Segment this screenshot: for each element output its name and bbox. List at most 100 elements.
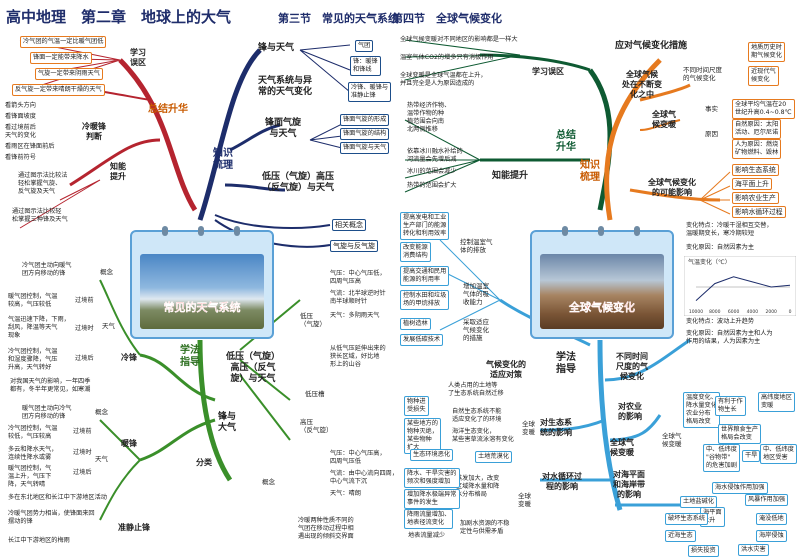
cold-front: 冷锋 <box>121 353 137 362</box>
sea-impact: 对海平面 和海岸带 的影响 <box>613 470 645 499</box>
agri-item-6: 干旱 <box>742 450 761 462</box>
eco-item-2: 物种进 受损失 <box>404 396 429 416</box>
improve-item-4: 热带的范围会扩大 <box>407 182 457 189</box>
cyclone-item-2: 锋面气旋的结构 <box>340 128 390 140</box>
sea-item-4: 淹没低地 <box>756 513 787 525</box>
cyclone-anticyclone: 气旋与反气旋 <box>330 240 378 252</box>
improve-item-3: 冰川的范围会减少 <box>407 168 457 175</box>
judge-item-1: 看箭头方向 <box>5 102 36 109</box>
mis-item-2: 锋面一定能带来降水 <box>30 52 92 64</box>
adapt-item-3: 采取适应 气候变化 的措施 <box>463 318 489 342</box>
chart-x-tick: 4000 <box>747 309 759 315</box>
low-item-2: 气流：北半球逆时针 南半球顺时针 <box>330 290 386 305</box>
cold-note: 对我国天气的影响，一年四季 都有，冬半年更常见，如寒潮 <box>10 378 91 393</box>
sea-item-10: 土地盐碱化 <box>680 496 717 508</box>
sea-item-3: 风暴作用加强 <box>745 494 789 506</box>
right-topic-card: 全球气候变化 <box>530 226 674 339</box>
improve-item-1: 热带经济作物、 温带作物的种 植范围会向南 北两侧推移 <box>407 102 451 133</box>
mis-item-3: 气旋一定带来阴雨天气 <box>35 68 103 80</box>
eco-item-5: 海洋生态变化， 某些害草流泳溶有变化 <box>452 428 514 443</box>
impact-item-3: 影响农业生产 <box>732 192 779 204</box>
chart-x-tick: 8000 <box>709 309 721 315</box>
summary-hub-left: 总结升华 <box>148 104 188 115</box>
eco-item-6: 生态环境恶化 <box>410 449 454 461</box>
front-item-fronts: 锋：暖锋 和锋线 <box>350 56 381 76</box>
judge-item-3: 看过境前后 天气的变化 <box>5 124 36 139</box>
impact-item-4: 影响水循环过程 <box>732 206 786 218</box>
agri-impact: 对农业 的影响 <box>618 402 642 421</box>
ring-icon <box>162 226 168 236</box>
eco-item-1: 人类占用的土地等 了生态系统自然迁移 <box>448 382 504 397</box>
ring-icon <box>234 226 240 236</box>
eco-item-3: 自然生态系统不能 适应变化了的环境 <box>452 408 502 423</box>
reason-item-1: 自然原因：太阳 活动、厄尔尼诺 <box>732 119 782 139</box>
warm-note: 多在东北地区和长江中下游地区活动 <box>8 494 107 501</box>
adapt-detail-2: 改变能源 消费结构 <box>400 242 431 262</box>
ring-icon <box>598 226 604 236</box>
warm-weather-2: 多云和降水天气， 连续性降水或雾 <box>8 446 58 461</box>
scale-item-1: 地质历史时 期气候变化 <box>748 42 785 62</box>
adapt-detail-3: 提高交通和民用 能源的利用率 <box>400 266 450 286</box>
chart-x-tick: 2000 <box>765 309 777 315</box>
adapt-detail-4: 控制水田和垃圾 场的甲烷排放 <box>400 290 450 310</box>
related-concepts: 相关概念 <box>332 219 366 231</box>
title-bar: 高中地理 第二章 地球上的大气 第三节 常见的天气系统 第四节 全球气候变化 <box>0 0 800 32</box>
front-atmosphere: 锋与 大气 <box>218 412 237 433</box>
low-item-3: 天气：多阴雨天气 <box>330 312 380 319</box>
cold-weather-2: 气温迅速下降，下雨， 刮风，降温等天气 现象 <box>8 316 70 339</box>
section-3-title: 第三节 常见的天气系统 <box>278 12 399 25</box>
high-item-1: 气压：中心气压高， 四周气压低 <box>330 450 386 465</box>
ability-item-2: 通过图示法比较轻 松掌握三种锋及天气 <box>12 208 68 223</box>
page-title: 高中地理 第二章 地球上的大气 <box>6 8 232 26</box>
ridge-text: 冷暖两种性质不同的 气团在移动过程中相 遇出现的倾斜交界面 <box>298 517 354 540</box>
adapt-item-2: 增加温室 气体的吸 收能力 <box>463 282 489 306</box>
cold-concept: 冷气团主动向暖气 团方向移动的锋 <box>22 262 72 277</box>
warm-front: 暖锋 <box>121 439 137 448</box>
water-item-4: 降水、干旱灾害的 频次和强度增加 <box>404 468 460 488</box>
high-item-3: 天气：晴朗 <box>330 490 361 497</box>
ability-item-1: 通过图示法比较法 轻松掌握气旋、 反气旋及天气 <box>18 172 68 195</box>
right-mis-1: 全球气候变暖对不同地区的影响都是一样大 <box>400 36 518 43</box>
eco-item-4: 某些地方的 物种灭绝， 某些物种 扩大 <box>404 418 441 454</box>
adapt-item-1: 控制温室气 体的排放 <box>460 238 493 254</box>
right-improve-label: 知能提升 <box>492 171 529 181</box>
water-item-6: 地表流量减少 <box>408 532 446 539</box>
section-4-title: 第四节 全球气候变化 <box>392 12 502 25</box>
trough-label: 低压槽 <box>305 390 325 398</box>
possible-impact: 全球气候变化 的可能影响 <box>648 178 696 197</box>
left-card-title: 常见的天气系统 <box>163 301 241 314</box>
chart-x-tick: 0 <box>789 309 792 315</box>
chart-series-line <box>695 276 791 301</box>
eco-impact: 对生态系 统的影响 <box>540 418 572 437</box>
low-item-1: 气压：中心气压低， 四周气压高 <box>330 270 386 285</box>
high-pressure: 高压 （反气旋） <box>300 418 333 434</box>
cold-stage-2: 过境时 <box>75 325 94 332</box>
judge-label: 冷暖锋 判断 <box>82 122 106 141</box>
right-card-title: 全球气候变化 <box>569 301 635 314</box>
right-mis-3: 全球变暖是全球气温都在上升， 并且完全是人为原因造成的 <box>400 72 487 87</box>
adapt-detail-6: 发展低碳技术 <box>400 334 444 346</box>
diff-scale: 不同时间尺度 的气候变化 <box>683 66 722 82</box>
judge-item-2: 看锋面坡度 <box>5 113 36 120</box>
judge-item-5: 看锋前符号 <box>5 154 36 161</box>
adapt-detail-5: 植树造林 <box>400 318 431 330</box>
trough-text: 从低气压延伸出来的 狭长区域，好比地 形上的山谷 <box>330 345 386 368</box>
cold-stage-1: 过境前 <box>75 297 94 304</box>
agri-item-5: 中、低纬度 "谷物带" 的危害加剧 <box>703 444 740 472</box>
sea-item-7: 洪水灾害 <box>738 544 769 556</box>
impact-item-2: 海平面上升 <box>732 178 772 190</box>
knowledge-hub-right: 知识 梳理 <box>580 160 600 183</box>
left-topic-card: 常见的天气系统 <box>130 226 274 339</box>
fact-text: 全球平均气温在20 世纪升高0.4~0.8℃ <box>732 99 795 119</box>
agri-item-7: 中、低纬度 地区受害 <box>760 444 797 464</box>
scale-item-2: 近现代气 候变化 <box>748 66 779 86</box>
right-mis-2: 温室气体CO2的增多只有消极作用 <box>400 54 494 61</box>
warm-weather-3: 暖气团控制，气 温上升，气压下 降，天气转晴 <box>8 465 52 488</box>
sea-item-6: 破坏生态系统 <box>665 513 709 525</box>
diff-item-4: 变化原因：自然因素为主和人为 作用的结果，人为因素为主 <box>686 330 773 345</box>
warm-stage-2: 过境时 <box>73 449 92 456</box>
warm-stage-3: 过境后 <box>73 469 92 476</box>
eco-item-7: 土地荒漠化 <box>475 451 512 463</box>
mis-item-4: 反气旋一定带来晴朗干燥的天气 <box>12 84 105 96</box>
